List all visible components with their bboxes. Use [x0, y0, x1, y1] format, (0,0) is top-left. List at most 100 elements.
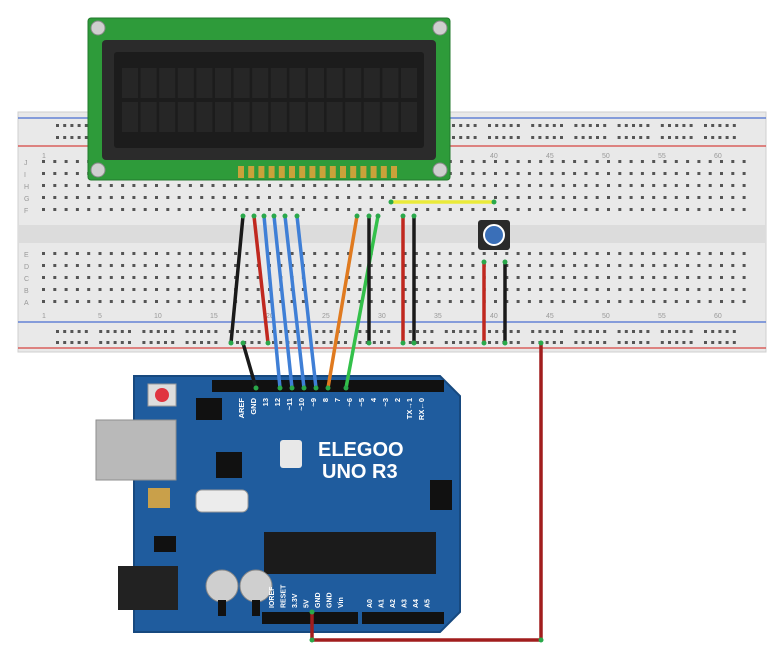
breadboard-hole: [222, 184, 226, 187]
breadboard-hole: [560, 330, 563, 333]
digital-pin-label: ~10: [297, 398, 306, 411]
lcd-cell: [270, 68, 287, 98]
wire-end: [301, 385, 307, 391]
wire-end: [400, 213, 406, 219]
breadboard-hole: [639, 341, 643, 344]
breadboard-hole: [414, 264, 418, 267]
breadboard-hole: [595, 196, 599, 199]
breadboard-hole: [646, 124, 650, 127]
breadboard-hole: [686, 196, 690, 199]
breadboard-hole: [143, 264, 147, 267]
breadboard-hole: [109, 276, 113, 279]
breadboard-hole: [595, 172, 599, 175]
breadboard-hole: [381, 196, 384, 199]
breadboard-hole: [403, 300, 407, 303]
breadboard-hole: [155, 208, 158, 211]
breadboard-hole: [652, 160, 656, 163]
column-number: 40: [490, 313, 498, 320]
breadboard-hole: [70, 124, 74, 127]
breadboard-hole: [64, 264, 68, 267]
breadboard-hole: [113, 341, 117, 344]
breadboard-hole: [660, 330, 664, 333]
breadboard-hole: [313, 184, 317, 187]
breadboard-hole: [663, 288, 667, 291]
breadboard-hole: [358, 208, 362, 211]
power-pin-label: GND: [315, 592, 322, 608]
breadboard-hole: [437, 252, 441, 255]
breadboard-hole: [550, 276, 554, 279]
breadboard-hole: [584, 196, 588, 199]
power-pin-label: IOREF: [269, 586, 276, 608]
breadboard-hole: [663, 264, 667, 267]
breadboard-hole: [77, 330, 81, 333]
breadboard-hole: [561, 276, 565, 279]
pot-knob-icon[interactable]: [483, 224, 505, 246]
breadboard-hole: [505, 300, 509, 303]
breadboard-hole: [505, 172, 509, 175]
breadboard-hole: [686, 300, 690, 303]
breadboard-hole: [347, 276, 351, 279]
breadboard-hole: [697, 184, 701, 187]
breadboard-hole: [322, 330, 326, 333]
breadboard-hole: [607, 160, 610, 163]
breadboard-hole: [560, 341, 563, 344]
breadboard-hole: [742, 288, 746, 291]
breadboard-hole: [426, 196, 430, 199]
breadboard-hole: [584, 172, 588, 175]
row-letter: A: [24, 300, 29, 307]
power-pin-label: 3.3V: [292, 593, 299, 608]
breadboard-hole: [372, 330, 376, 333]
breadboard-hole: [460, 264, 464, 267]
breadboard-hole: [272, 341, 275, 344]
breadboard-hole: [211, 184, 215, 187]
breadboard-hole: [640, 208, 644, 211]
breadboard-hole: [166, 288, 170, 291]
usb-connector: [95, 419, 177, 481]
breadboard-hole: [718, 124, 722, 127]
breadboard-hole: [188, 288, 192, 291]
breadboard-hole: [711, 341, 715, 344]
breadboard-hole: [64, 276, 68, 279]
breadboard-hole: [686, 160, 690, 163]
brand-label: ELEGOO: [318, 439, 404, 461]
breadboard-hole: [742, 160, 746, 163]
breadboard-hole: [63, 330, 67, 333]
breadboard-hole: [660, 136, 664, 139]
breadboard-hole: [624, 330, 628, 333]
breadboard-hole: [392, 252, 396, 255]
breadboard-hole: [87, 288, 91, 291]
breadboard-hole: [279, 196, 283, 199]
breadboard-hole: [335, 300, 339, 303]
breadboard-hole: [538, 124, 542, 127]
breadboard-hole: [171, 341, 175, 344]
breadboard-hole: [697, 264, 701, 267]
lcd-pin: [340, 166, 346, 178]
breadboard-hole: [70, 136, 74, 139]
breadboard-hole: [527, 300, 531, 303]
breadboard-hole: [448, 276, 452, 279]
breadboard-hole: [488, 330, 491, 333]
breadboard-hole: [552, 124, 556, 127]
breadboard-hole: [632, 124, 635, 127]
atmega-chip: [264, 532, 436, 574]
breadboard-hole: [629, 252, 633, 255]
breadboard-hole: [466, 136, 470, 139]
digital-pin-label: GND: [249, 397, 258, 414]
lcd-cell: [308, 102, 324, 132]
breadboard-hole: [256, 300, 260, 303]
breadboard-hole: [164, 341, 167, 344]
row-letter: E: [24, 252, 29, 259]
breadboard-hole: [380, 330, 383, 333]
breadboard-hole: [448, 184, 452, 187]
breadboard-hole: [64, 288, 68, 291]
breadboard-hole: [444, 330, 448, 333]
breadboard-hole: [414, 276, 418, 279]
breadboard-hole: [581, 330, 585, 333]
lcd-pin: [391, 166, 397, 178]
lcd-cell: [196, 102, 213, 132]
breadboard-hole: [516, 184, 520, 187]
wire-black-gnd-lcd: [229, 214, 245, 345]
breadboard-hole: [494, 276, 497, 279]
breadboard-hole: [588, 330, 592, 333]
breadboard-hole: [527, 252, 531, 255]
